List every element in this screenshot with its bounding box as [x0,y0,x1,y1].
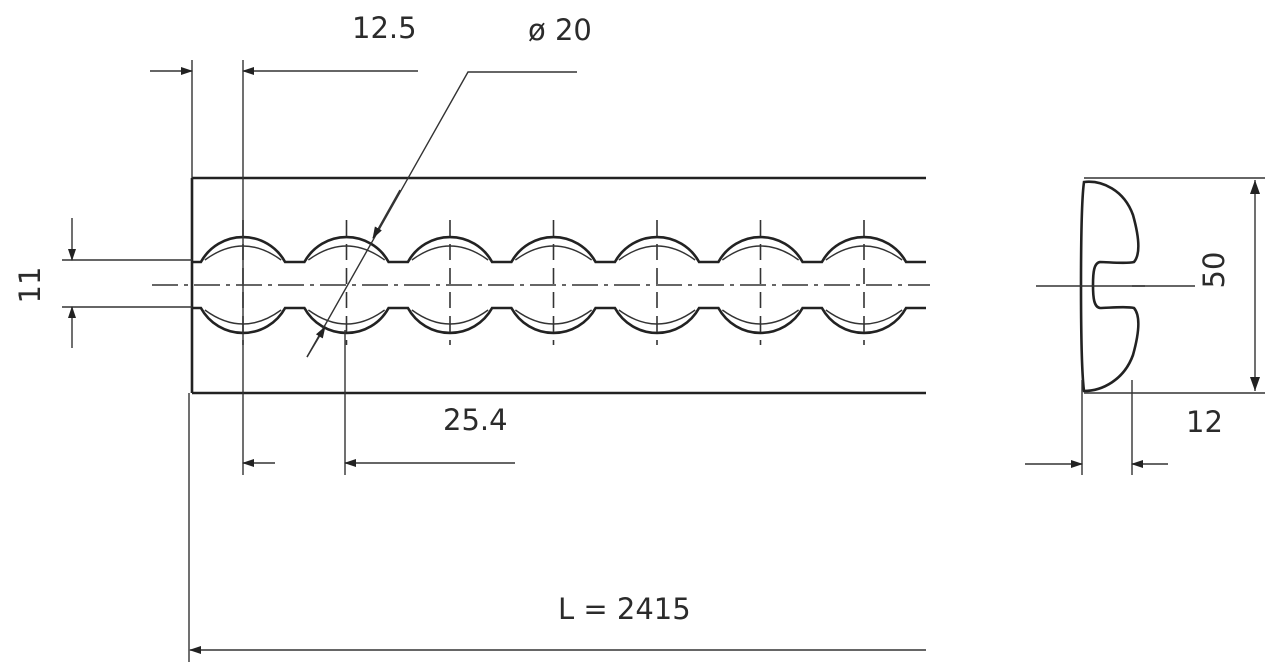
rail-side-profile: 50 12 [1025,177,1265,475]
profile-outline [1079,180,1140,393]
dimension-pitch: 25.4 [242,60,515,475]
dimension-text-length: L = 2415 [558,592,691,626]
dimension-text-50: 50 [1197,252,1231,289]
dimension-hole-offset: 12.5 [150,11,418,178]
slot-outline-bottom [192,306,926,335]
dimension-hole-diameter: ø 20 [306,13,592,358]
dimension-text-11: 11 [13,267,47,304]
slot-outline-top [192,235,926,264]
dimension-text-12: 12 [1186,405,1223,439]
dimension-slot-width: 11 [13,218,192,348]
rail-front-view [152,176,930,395]
dimension-length: L = 2415 [188,393,926,662]
dimension-text-diameter: ø 20 [528,13,592,47]
dimension-text-12-5: 12.5 [352,11,417,45]
dimension-text-25-4: 25.4 [443,403,508,437]
